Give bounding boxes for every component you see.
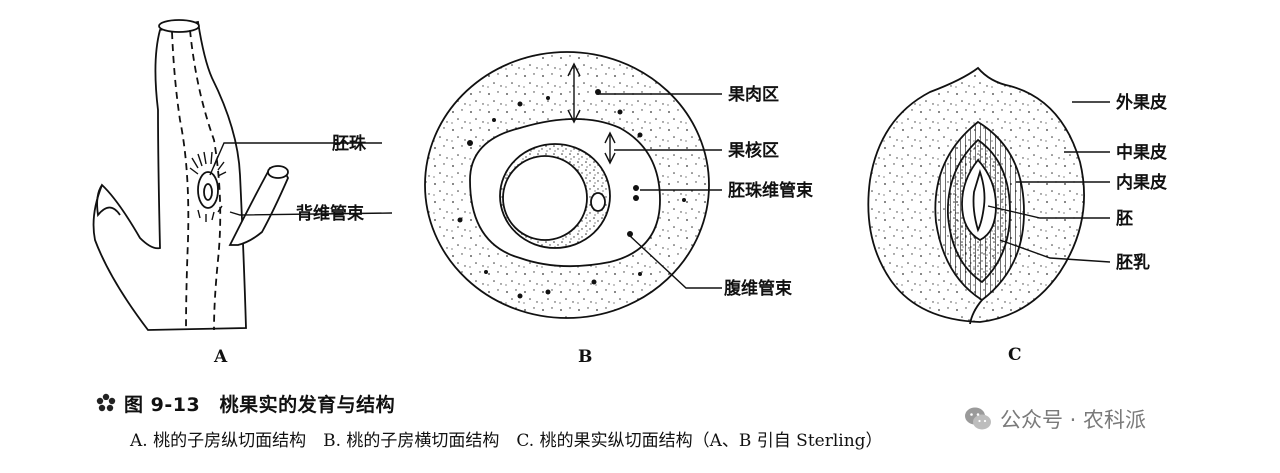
- label-mesocarp: 中果皮: [1116, 142, 1167, 163]
- figure-caption-title: 图 9-13 桃果实的发育与结构: [124, 393, 396, 416]
- figure-caption-subtitle: A. 桃的子房纵切面结构 B. 桃的子房横切面结构 C. 桃的果实纵切面结构（A…: [130, 431, 883, 451]
- label-endocarp: 内果皮: [1116, 172, 1167, 193]
- flower-bullet-icon: [96, 393, 116, 412]
- label-embryo: 胚: [1116, 209, 1133, 229]
- peach-fruit-figure: A 胚珠 背维管束 B: [92, 19, 1167, 367]
- label-ovule-bundle: 胚珠维管束: [728, 180, 813, 201]
- caption-title-row: 图 9-13 桃果实的发育与结构: [96, 388, 395, 418]
- panel-c-letter: C: [1008, 345, 1022, 365]
- panel-b-diagram: [424, 51, 710, 319]
- wechat-icon: [965, 407, 991, 430]
- panel-b-letter: B: [578, 347, 592, 367]
- panel-a-letter: A: [213, 347, 228, 367]
- label-dorsal-bundle: 背维管束: [296, 203, 364, 224]
- panel-c-diagram: [867, 66, 1085, 325]
- label-flesh-zone: 果肉区: [728, 84, 779, 105]
- label-stone-zone: 果核区: [728, 140, 779, 161]
- label-endosperm: 胚乳: [1116, 252, 1150, 273]
- label-ventral-bundle: 腹维管束: [724, 278, 792, 299]
- label-ovule: 胚珠: [332, 134, 367, 154]
- panel-a-diagram: [92, 19, 289, 331]
- watermark: 公众号 · 农科派: [964, 404, 1146, 434]
- watermark-text: 公众号 · 农科派: [1000, 408, 1147, 432]
- label-exocarp: 外果皮: [1116, 92, 1167, 113]
